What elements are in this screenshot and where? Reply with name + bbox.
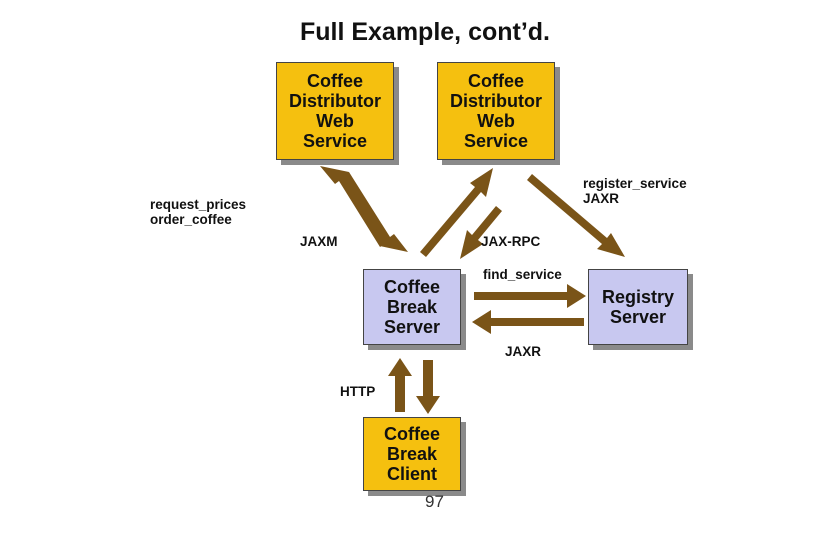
label-jax-rpc: JAX-RPC bbox=[481, 234, 541, 249]
coffee-distributor-web-service-2: Coffee Distributor Web Service bbox=[437, 62, 555, 160]
node-line: Web bbox=[316, 111, 354, 131]
node-line: Server bbox=[609, 307, 667, 327]
label-http: HTTP bbox=[340, 384, 376, 399]
label-register-service: register_service bbox=[583, 176, 687, 191]
page-number: 97 bbox=[425, 492, 444, 511]
node-line: Distributor bbox=[289, 91, 381, 111]
arrow-jaxrpc-to-distributor bbox=[420, 168, 493, 257]
arrow-register-service bbox=[527, 174, 625, 257]
node-line: Service bbox=[302, 131, 368, 151]
slide-title: Full Example, cont’d. bbox=[299, 18, 551, 46]
coffee-break-client: Coffee Break Client bbox=[363, 417, 461, 491]
label-request-prices: request_prices bbox=[150, 197, 247, 212]
arrow-http-up bbox=[388, 358, 412, 412]
coffee-break-server: Coffee Break Server bbox=[363, 269, 461, 345]
node-line: Coffee bbox=[467, 71, 524, 91]
arrow-jaxm-to-server bbox=[343, 172, 408, 252]
label-find-service: find_service bbox=[483, 267, 562, 282]
node-line: Break bbox=[386, 444, 438, 464]
arrow-http-down bbox=[416, 360, 440, 414]
label-jaxr-register: JAXR bbox=[583, 191, 620, 206]
label-jaxr-return: JAXR bbox=[505, 344, 542, 359]
label-order-coffee: order_coffee bbox=[150, 212, 232, 227]
node-line: Break bbox=[386, 297, 438, 317]
node-line: Client bbox=[386, 464, 437, 484]
node-line: Web bbox=[477, 111, 515, 131]
coffee-distributor-web-service-1: Coffee Distributor Web Service bbox=[276, 62, 394, 160]
node-line: Coffee bbox=[306, 71, 363, 91]
node-line: Server bbox=[383, 317, 441, 337]
node-line: Coffee bbox=[383, 424, 440, 444]
node-line: Registry bbox=[601, 287, 675, 307]
registry-server: Registry Server bbox=[588, 269, 688, 345]
arrow-jaxm-to-distributor bbox=[320, 166, 386, 247]
node-line: Coffee bbox=[383, 277, 440, 297]
arrow-jaxrpc-to-server bbox=[460, 206, 502, 259]
arrow-jaxr-return bbox=[472, 310, 584, 334]
arrow-find-service bbox=[474, 284, 586, 308]
node-line: Distributor bbox=[450, 91, 542, 111]
label-jaxm: JAXM bbox=[300, 234, 338, 249]
node-line: Service bbox=[463, 131, 529, 151]
